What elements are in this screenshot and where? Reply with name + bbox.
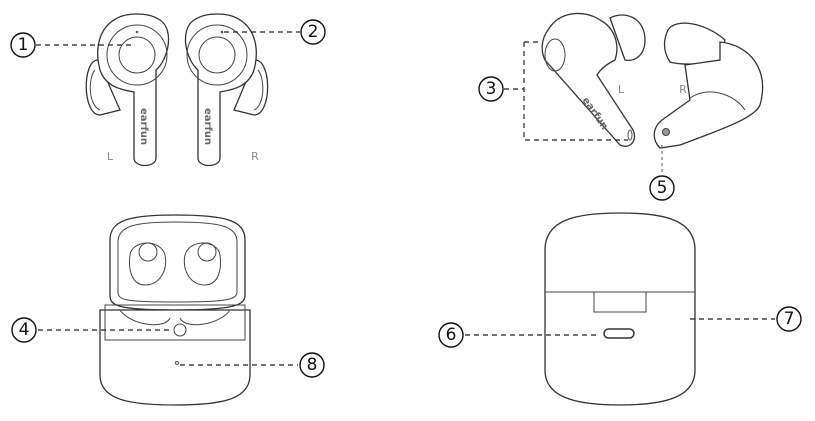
left-label-front: L bbox=[107, 150, 114, 163]
callout-1: 1 bbox=[10, 32, 36, 58]
svg-text:7: 7 bbox=[784, 309, 795, 329]
callout-4: 4 bbox=[11, 317, 37, 343]
svg-text:4: 4 bbox=[19, 320, 30, 340]
left-earbud-front: earfun bbox=[85, 13, 170, 167]
right-earbud-front: earfun bbox=[184, 13, 269, 167]
open-charging-case bbox=[99, 214, 251, 406]
svg-text:5: 5 bbox=[657, 178, 668, 198]
svg-text:8: 8 bbox=[307, 355, 318, 375]
right-label-side: R bbox=[679, 83, 687, 96]
callout-2: 2 bbox=[300, 19, 326, 45]
brand-logo-left: earfun bbox=[138, 108, 149, 145]
svg-text:3: 3 bbox=[486, 79, 497, 99]
callout-6: 6 bbox=[438, 322, 464, 348]
right-label-front: R bbox=[251, 150, 259, 163]
callout-5: 5 bbox=[649, 175, 675, 201]
right-earbud-side bbox=[653, 22, 764, 149]
closed-charging-case bbox=[544, 212, 696, 406]
callout-8: 8 bbox=[299, 352, 325, 378]
callout-7: 7 bbox=[776, 306, 802, 332]
svg-text:6: 6 bbox=[446, 325, 457, 345]
brand-logo-right: earfun bbox=[202, 108, 213, 145]
callout-3: 3 bbox=[478, 76, 504, 102]
svg-text:1: 1 bbox=[18, 35, 29, 55]
left-label-side: L bbox=[618, 83, 625, 96]
svg-text:2: 2 bbox=[308, 22, 319, 42]
left-earbud-side: earfun bbox=[541, 12, 646, 147]
